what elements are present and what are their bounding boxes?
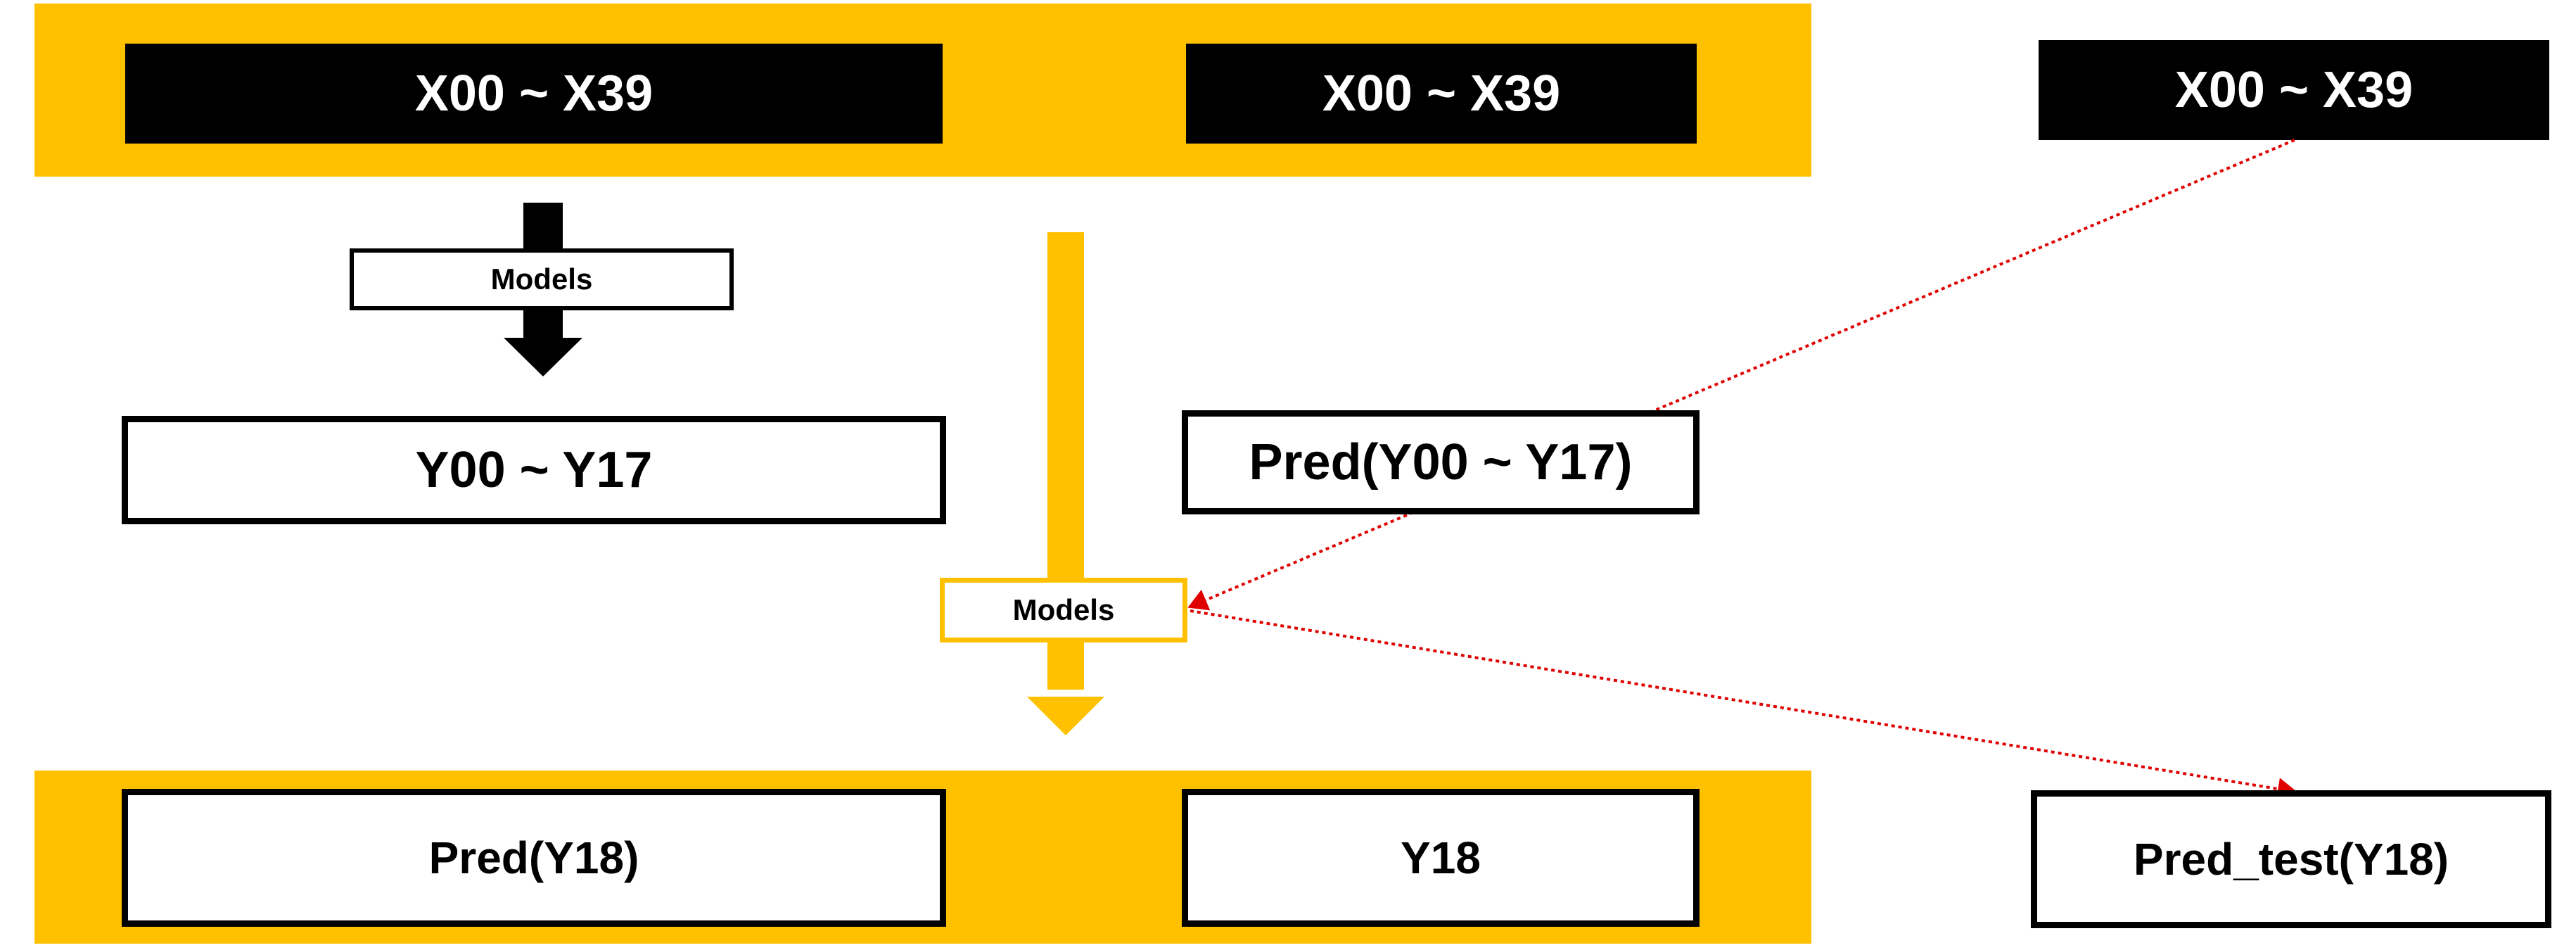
pred-y-target-label: Pred(Y00 ~ Y17) — [1249, 434, 1633, 490]
models-to-test-pred-link — [1190, 609, 2297, 800]
x-test-label: X00 ~ X39 — [2174, 62, 2414, 118]
y18-label: Y18 — [1401, 832, 1481, 883]
stage2-arrow — [1027, 232, 1104, 735]
stage1-models-label: Models — [490, 262, 593, 296]
test-to-models-link — [1187, 139, 2295, 611]
y-target-box: Y00 ~ Y17 — [122, 416, 946, 524]
pred-y18-box: Pred(Y18) — [122, 789, 946, 927]
x-test-box: X00 ~ X39 — [2039, 40, 2549, 140]
x-val-label: X00 ~ X39 — [1322, 65, 1561, 122]
pred-test-y18-label: Pred_test(Y18) — [2133, 834, 2449, 885]
stage2-models-box: Models — [940, 578, 1187, 642]
x-train-box: X00 ~ X39 — [125, 44, 943, 144]
y-target-label: Y00 ~ Y17 — [415, 442, 653, 498]
y18-box: Y18 — [1182, 789, 1700, 927]
x-train-label: X00 ~ X39 — [414, 65, 653, 122]
x-val-box: X00 ~ X39 — [1186, 44, 1697, 144]
pred-y-target-box: Pred(Y00 ~ Y17) — [1182, 410, 1700, 514]
stage2-models-label: Models — [1012, 593, 1115, 626]
stage1-models-box: Models — [350, 248, 734, 310]
pred-test-y18-box: Pred_test(Y18) — [2031, 790, 2551, 928]
pred-y18-label: Pred(Y18) — [428, 832, 639, 883]
